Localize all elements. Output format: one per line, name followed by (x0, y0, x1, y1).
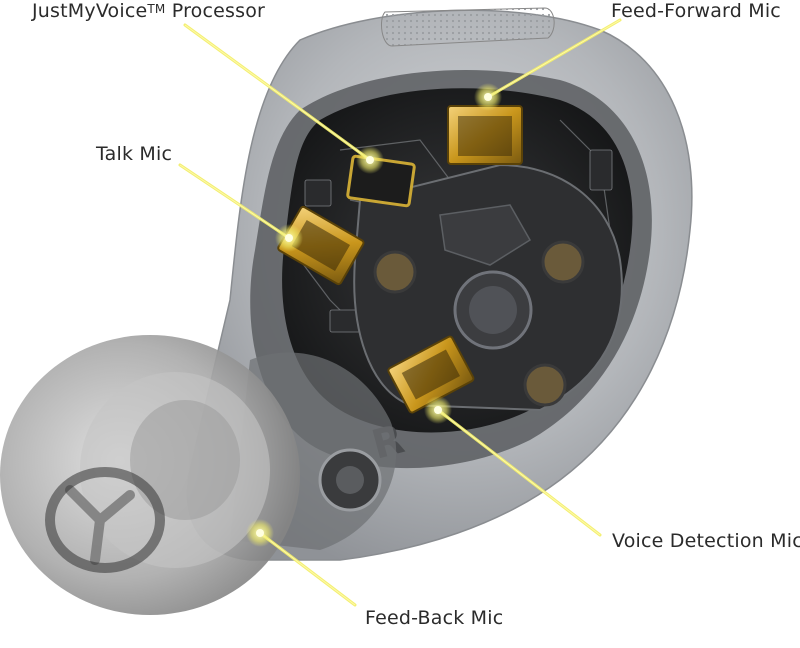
label-processor-tm: TM (147, 2, 166, 16)
label-processor: JustMyVoiceTM Processor (32, 0, 265, 22)
label-processor-tail: Processor (165, 0, 266, 22)
top-grille (381, 7, 555, 47)
port-right (541, 240, 585, 284)
tip-vent (65, 485, 135, 565)
port-bottom (523, 363, 567, 407)
callout-dots (246, 83, 502, 547)
talk-mic-chip (277, 205, 365, 286)
label-feed-back: Feed-Back Mic (365, 607, 504, 629)
label-talk: Talk Mic (96, 143, 173, 165)
voice-detection-chip (387, 335, 475, 414)
label-processor-main: JustMyVoice (32, 0, 148, 22)
label-feed-forward: Feed-Forward Mic (611, 0, 781, 22)
port-left (373, 250, 417, 294)
front-plate-pentagon (439, 204, 532, 266)
label-voice-detection: Voice Detection Mic (612, 530, 800, 552)
